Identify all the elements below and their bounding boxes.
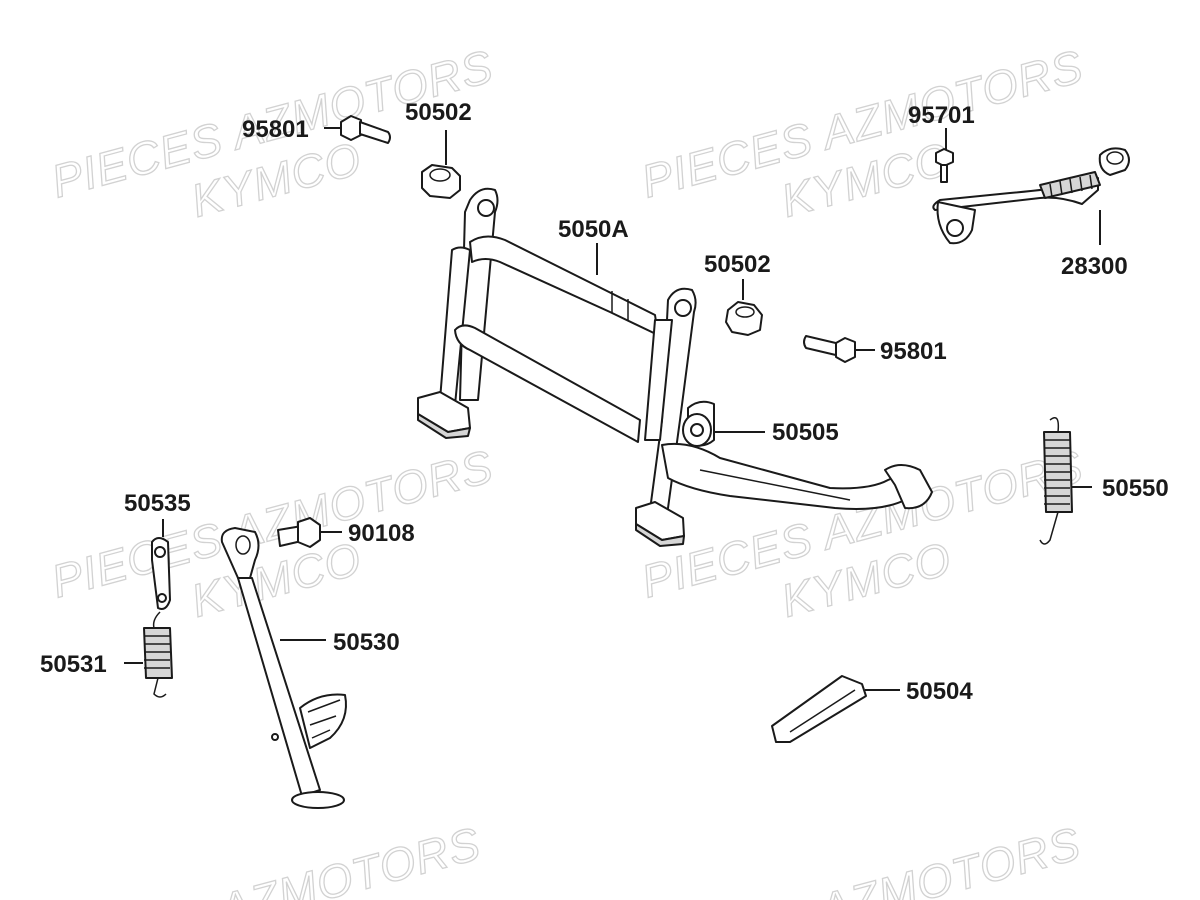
- bolt-95801-left: [340, 115, 391, 144]
- stopper-50505: [682, 400, 715, 447]
- label-50531: 50531: [40, 651, 107, 678]
- screw-95701: [935, 148, 954, 183]
- label-95801-right: 95801: [880, 338, 947, 365]
- watermark-top-left: PIECES AZMOTORS KYMCO: [45, 39, 499, 228]
- label-50504: 50504: [906, 678, 973, 705]
- spring-50531: [143, 611, 173, 698]
- label-50550: 50550: [1102, 475, 1169, 502]
- kick-lever-28300: [932, 147, 1130, 245]
- bolt-90108: [277, 517, 321, 548]
- main-stand-5050A: [417, 187, 933, 547]
- plate-50535: [151, 537, 171, 610]
- label-5050A: 5050A: [558, 216, 629, 243]
- svg-text:AZMOTORS: AZMOTORS: [811, 817, 1086, 900]
- bolt-95801-right: [803, 335, 856, 363]
- label-50502-right: 50502: [704, 251, 771, 278]
- label-95701: 95701: [908, 102, 975, 129]
- collar-50502-left: [421, 164, 461, 199]
- label-50502-left: 50502: [405, 99, 472, 126]
- watermark-bottom-right: AZMOTORS: [810, 816, 1086, 900]
- pedal-rubber-50504: [771, 675, 867, 743]
- label-50505: 50505: [772, 419, 839, 446]
- leader-lines: [124, 127, 1101, 691]
- side-stand-50530: [220, 527, 347, 809]
- label-28300: 28300: [1061, 253, 1128, 280]
- watermark-bottom-left: AZMOTORS: [210, 816, 486, 900]
- svg-text:AZMOTORS: AZMOTORS: [211, 817, 486, 900]
- label-50530: 50530: [333, 629, 400, 656]
- spring-50550: [1039, 417, 1073, 545]
- watermark-mid-left: PIECES AZMOTORS KYMCO: [45, 439, 499, 628]
- label-95801-left: 95801: [242, 116, 309, 143]
- label-50535: 50535: [124, 490, 191, 517]
- label-90108: 90108: [348, 520, 415, 547]
- watermark-top-right: PIECES AZMOTORS KYMCO: [635, 39, 1089, 228]
- collar-50502-right: [725, 301, 763, 336]
